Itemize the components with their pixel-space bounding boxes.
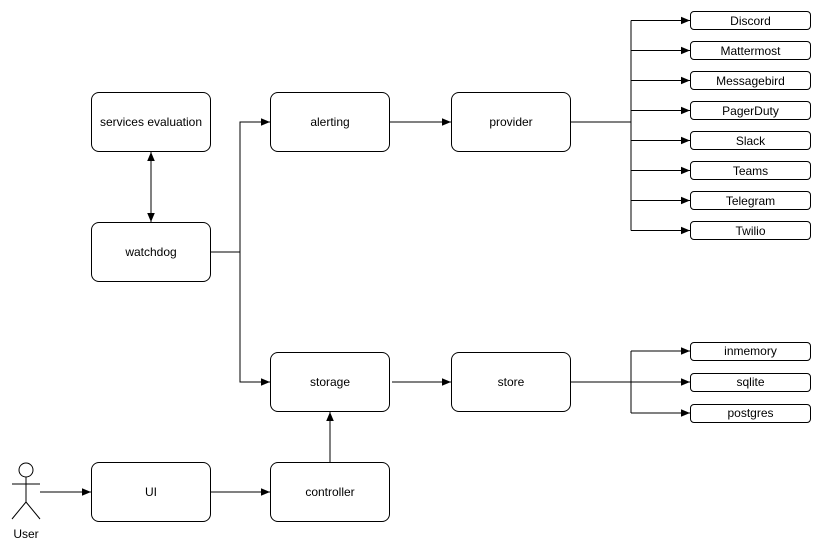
provider-item-mattermost: Mattermost (690, 41, 811, 60)
node-store: store (451, 352, 571, 412)
provider-item-slack: Slack (690, 131, 811, 150)
user-stick-figure-icon (11, 462, 41, 520)
leaf-label: inmemory (724, 344, 777, 358)
leaf-label: Messagebird (716, 73, 785, 88)
edge-watchdog-storage (239, 252, 270, 386)
provider-item-telegram: Telegram (690, 191, 811, 210)
node-services-evaluation: services evaluation (91, 92, 211, 152)
provider-item-twilio: Twilio (690, 221, 811, 240)
edge-store-fanout (571, 351, 632, 413)
provider-item-pagerduty: PagerDuty (690, 101, 811, 120)
provider-item-messagebird: Messagebird (690, 71, 811, 90)
leaf-label: Slack (735, 133, 766, 148)
node-label: provider (489, 114, 533, 129)
leaf-label: Teams (732, 163, 769, 178)
node-provider: provider (451, 92, 571, 152)
leaf-label: Twilio (735, 223, 766, 238)
node-storage: storage (270, 352, 390, 412)
store-item-sqlite: sqlite (690, 372, 811, 392)
leaf-label: PagerDuty (722, 103, 779, 118)
store-item-inmemory: inmemory (690, 341, 811, 361)
node-ui: UI (91, 462, 211, 522)
node-watchdog: watchdog (91, 222, 211, 282)
provider-item-discord: Discord (690, 11, 811, 30)
edge-provider-fanout (571, 20, 632, 231)
store-item-postgres: postgres (690, 403, 811, 423)
leaf-label: postgres (727, 406, 774, 420)
node-label: controller (305, 484, 355, 499)
edge-watchdog-alerting (211, 118, 270, 253)
leaf-label: Discord (730, 13, 771, 28)
leaf-label: Telegram (725, 193, 776, 208)
leaf-label: sqlite (736, 375, 765, 389)
provider-item-teams: Teams (690, 161, 811, 180)
node-label: watchdog (125, 244, 177, 259)
node-label: alerting (310, 114, 350, 129)
node-label: store (497, 374, 525, 389)
node-controller: controller (270, 462, 390, 522)
node-label: services evaluation (99, 114, 203, 129)
node-label: storage (309, 374, 351, 389)
node-label: UI (145, 484, 157, 499)
node-alerting: alerting (270, 92, 390, 152)
leaf-label: Mattermost (720, 43, 781, 58)
user-actor-label: User (13, 527, 39, 541)
